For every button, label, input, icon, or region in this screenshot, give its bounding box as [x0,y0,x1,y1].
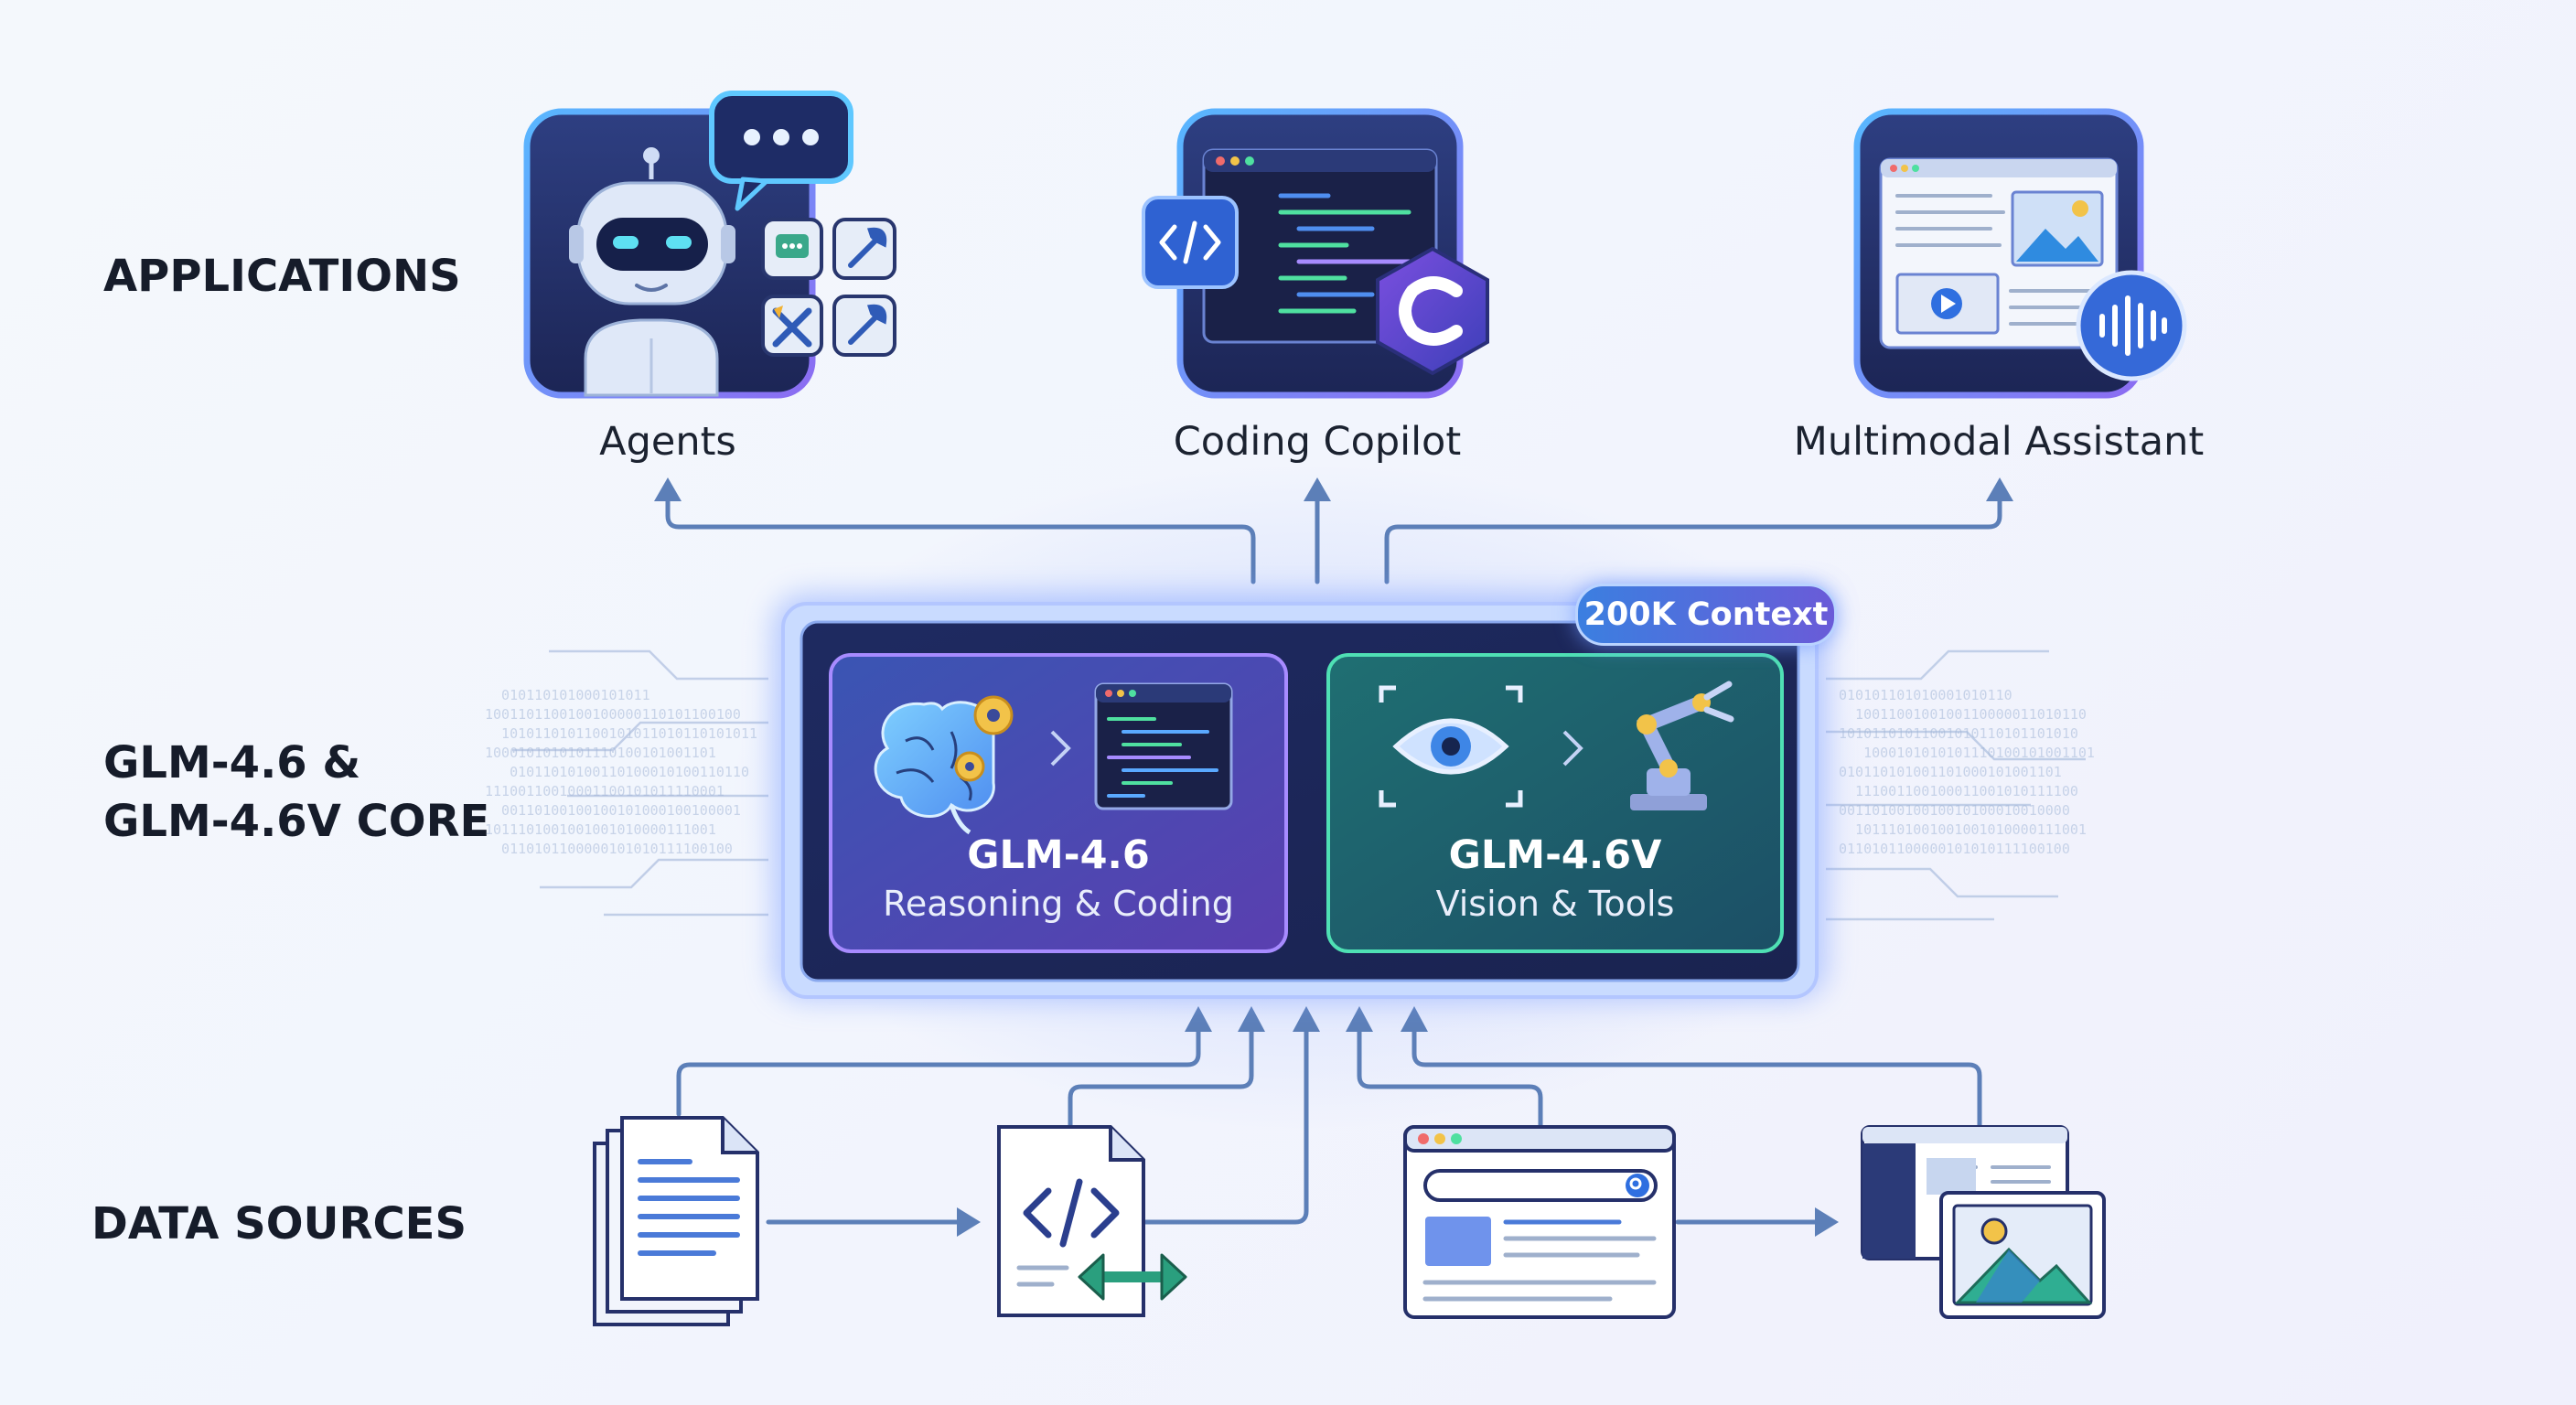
code-file-icon [997,1125,1187,1317]
c-language-badge-icon [1376,246,1489,376]
multimodal-assistant-label: Multimodal Assistant [1793,419,2205,465]
glm-4-6-title: GLM-4.6 [967,832,1150,878]
layer-label-data-sources: DATA SOURCES [91,1198,467,1249]
brain-gears-icon [874,695,1014,835]
context-window-badge: 200K Context [1575,584,1837,646]
arrowheads-data [957,1006,1839,1237]
coding-copilot-label: Coding Copilot [1173,419,1462,465]
circuit-traces [512,649,2086,921]
arrows-from-data-sources [676,1013,1982,1225]
glm-4-6v-subtitle: Vision & Tools [1435,884,1675,924]
glm-4-6-subtitle: Reasoning & Coding [883,884,1234,924]
chevron-right-icon-2 [1562,730,1583,767]
coding-copilot-tile [1142,108,1489,399]
robot-arm-icon [1630,681,1734,810]
chevron-right-icon [1050,730,1071,767]
binary-stream-right: 010101101010001010110 100110010010011000… [1839,687,2095,857]
layer-label-core-line2: GLM-4.6V CORE [103,796,490,847]
eye-scan-icon [1379,685,1523,808]
code-window-icon [1094,682,1233,810]
robot-agent-icon [569,147,735,397]
tools-grid-icon [761,218,896,357]
glm-4-6v-title: GLM-4.6V [1448,832,1662,878]
binary-stream-left: 010110101000101011 100110110010010000011… [485,687,758,857]
web-search-browser-icon [1403,1125,1676,1319]
arrows-to-applications [665,489,2002,585]
agents-label: Agents [599,419,736,465]
html-code-icon [1142,196,1239,289]
multimodal-media-icon [1879,157,2119,349]
arrowheads-up [654,477,2013,501]
layer-label-core-line1: GLM-4.6 & [103,737,361,788]
multimodal-assistant-tile [1853,108,2187,399]
agents-tile [523,91,896,399]
layer-label-applications: APPLICATIONS [103,251,461,302]
chat-bubble-icon [709,91,853,211]
image-browser-icon [1861,1125,2106,1319]
document-stack-icon [593,1116,759,1326]
audio-waveform-icon [2076,270,2187,381]
